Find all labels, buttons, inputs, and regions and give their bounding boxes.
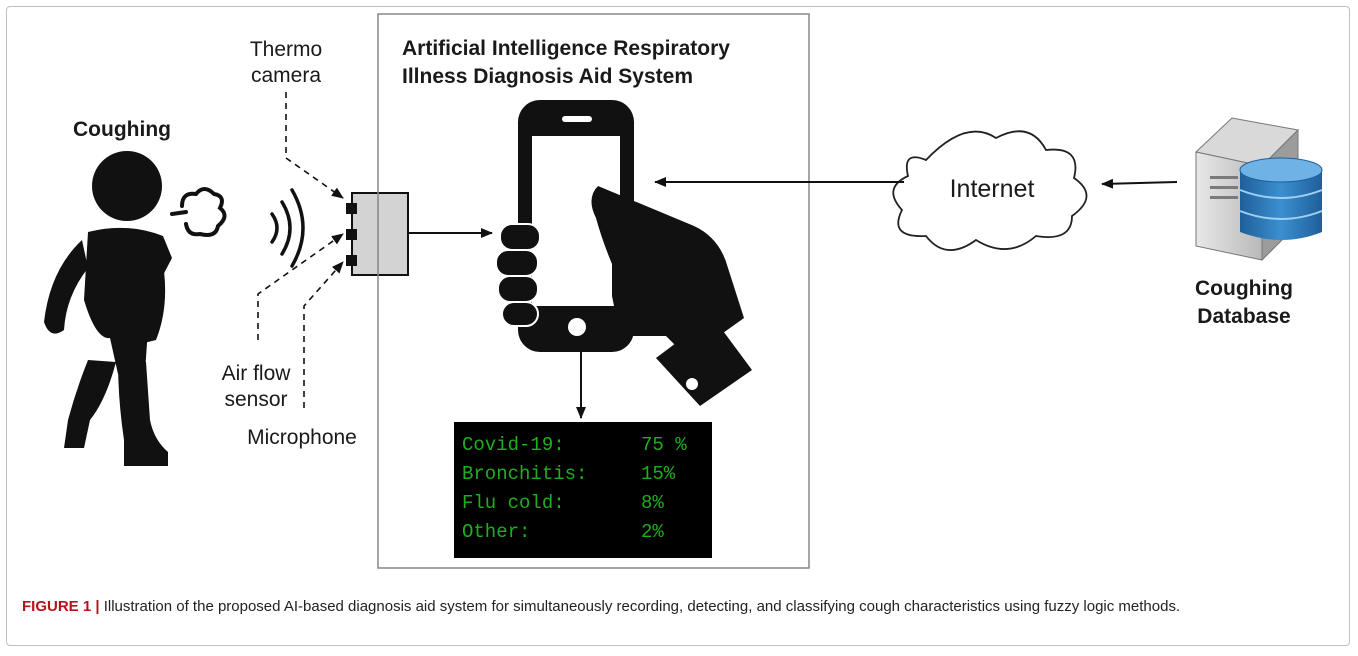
sensor-connector-lines [257,92,344,408]
microphone-label: Microphone [247,426,357,449]
database-to-internet-arrow [1101,178,1178,189]
results-screen [454,422,712,558]
result-value-other: 2% [641,521,664,543]
cough-puff-icon [170,187,227,237]
person-coughing-icon [44,151,172,466]
cloud-icon [892,130,1088,251]
server-database-icon [1194,117,1323,262]
database-label-line1: Coughing [1195,277,1293,300]
system-box [377,13,810,569]
result-label-flu: Flu cold: [462,492,565,514]
smartphone-in-hand-icon [495,100,752,406]
sensor-box-icon [346,192,409,276]
figure-label: FIGURE 1 | [22,598,100,615]
result-value-flu: 8% [641,492,664,514]
sound-waves-icon [270,188,305,268]
result-value-bronchitis: 15% [641,463,676,485]
thermo-label-line1: Thermo [250,38,322,61]
airflow-label-line1: Air flow [222,362,292,385]
result-label-bronchitis: Bronchitis: [462,463,587,485]
diagram: Coughing Thermo camera Air flow sensor M… [44,13,1323,569]
system-title-line2: Illness Diagnosis Aid System [402,65,693,88]
result-label-covid: Covid-19: [462,434,565,456]
figure-frame [6,6,1350,646]
database-label-line2: Database [1197,305,1290,328]
figure-caption: FIGURE 1 | Illustration of the proposed … [22,596,1332,617]
person-label: Coughing [73,118,171,141]
cloud-label: Internet [950,175,1035,203]
caption-text: Illustration of the proposed AI-based di… [103,598,1181,615]
result-value-covid: 75 % [641,434,687,456]
airflow-label-line2: sensor [224,388,287,411]
system-title-line1: Artificial Intelligence Respiratory [402,37,730,60]
thermo-label-line2: camera [251,64,321,87]
result-label-other: Other: [462,521,530,543]
